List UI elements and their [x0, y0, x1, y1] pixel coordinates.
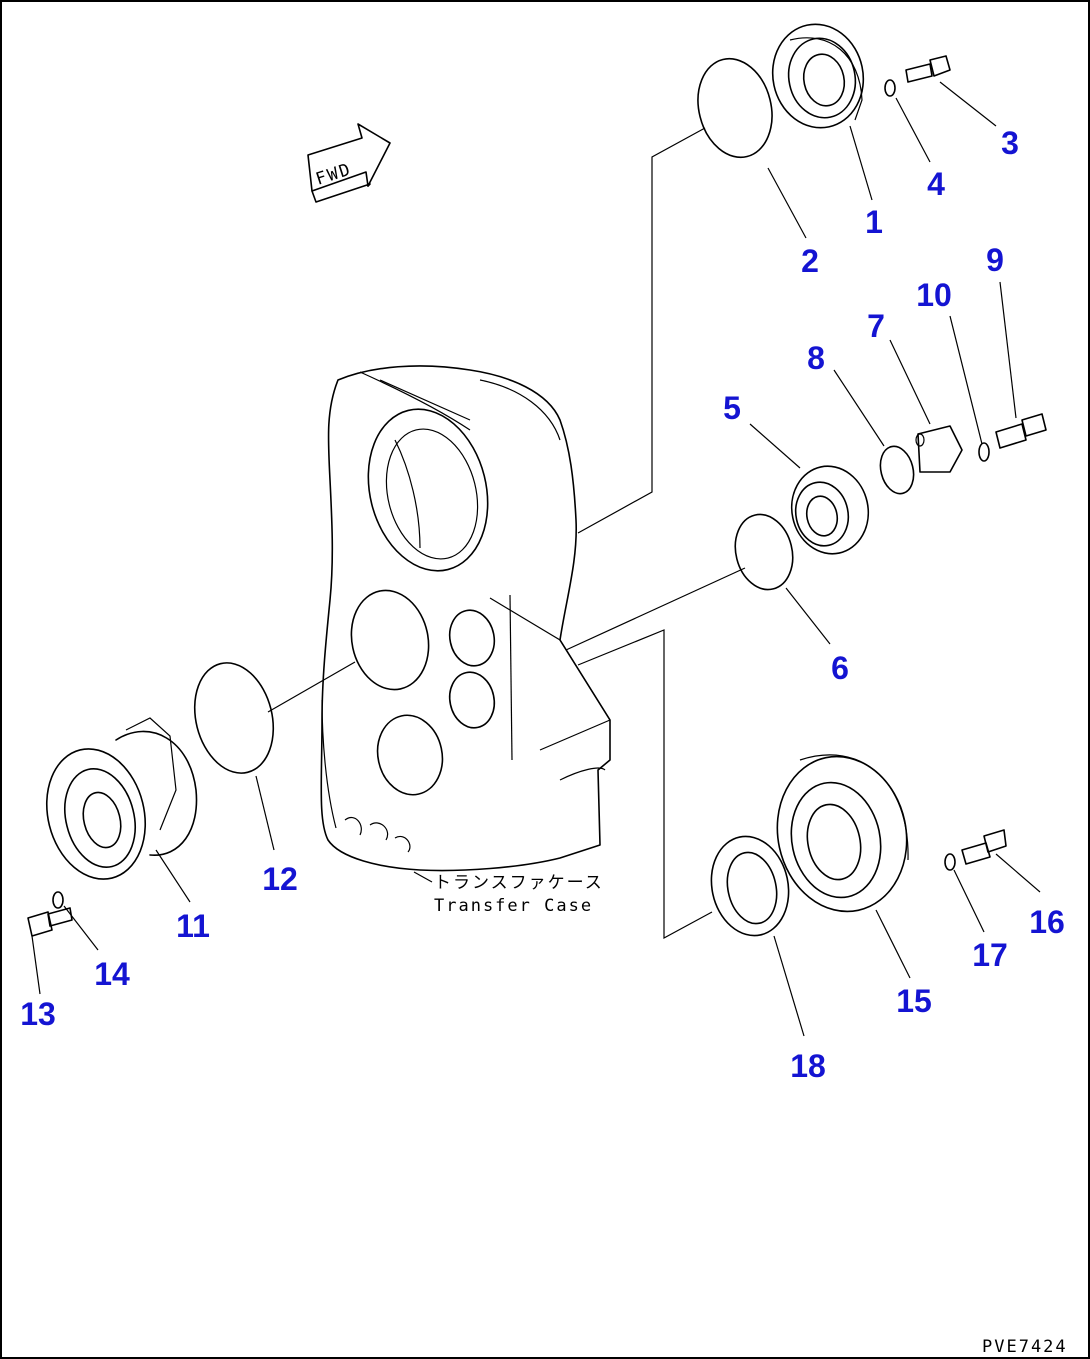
callout-leaders [31, 81, 1041, 1037]
callout-numbers: 1 2 3 4 5 6 7 8 9 10 11 12 13 14 15 16 1… [20, 125, 1065, 1084]
callout-18: 18 [790, 1048, 826, 1084]
part-bolt-16 [961, 829, 1007, 865]
part-washer-10 [978, 442, 990, 462]
part-bolt-9 [995, 413, 1047, 449]
case-label-en: Transfer Case [434, 896, 593, 916]
callout-4: 4 [927, 166, 945, 202]
callout-2: 2 [801, 243, 819, 279]
transfer-case [320, 365, 611, 872]
drawing-code: PVE7424 [982, 1337, 1068, 1357]
fwd-label: FWD [313, 159, 354, 189]
callout-13: 13 [20, 996, 56, 1032]
callout-9: 9 [986, 242, 1004, 278]
callout-11: 11 [176, 908, 210, 944]
part-washer-4 [884, 79, 896, 97]
callout-10: 10 [916, 277, 952, 313]
part-o-ring-12 [193, 662, 275, 774]
part-sensor-7 [915, 425, 963, 473]
part-flange-11 [45, 717, 198, 880]
part-o-ring-2 [697, 57, 773, 159]
callout-8: 8 [807, 340, 825, 376]
part-bolt-13 [27, 907, 73, 937]
callout-7: 7 [867, 308, 885, 344]
callout-15: 15 [896, 983, 932, 1019]
callout-14: 14 [94, 956, 130, 992]
callout-6: 6 [831, 650, 849, 686]
part-bolt-3 [905, 55, 951, 83]
part-cover-15 [776, 754, 909, 913]
callout-5: 5 [723, 390, 741, 426]
part-seal-18 [710, 835, 790, 937]
part-cover-1 [771, 23, 865, 129]
leader-lines [267, 127, 746, 940]
part-washer-17 [944, 853, 956, 871]
callout-16: 16 [1029, 904, 1065, 940]
callout-3: 3 [1001, 125, 1019, 161]
part-cage-5 [790, 465, 870, 555]
part-o-ring-6 [734, 513, 794, 591]
callout-1: 1 [865, 204, 883, 240]
case-label-jp: トランスファケース [434, 873, 604, 893]
callout-17: 17 [972, 937, 1008, 973]
part-washer-14 [52, 891, 64, 909]
part-o-ring-8 [879, 445, 915, 495]
callout-12: 12 [262, 861, 298, 897]
fwd-arrow-icon: FWD [307, 123, 391, 203]
